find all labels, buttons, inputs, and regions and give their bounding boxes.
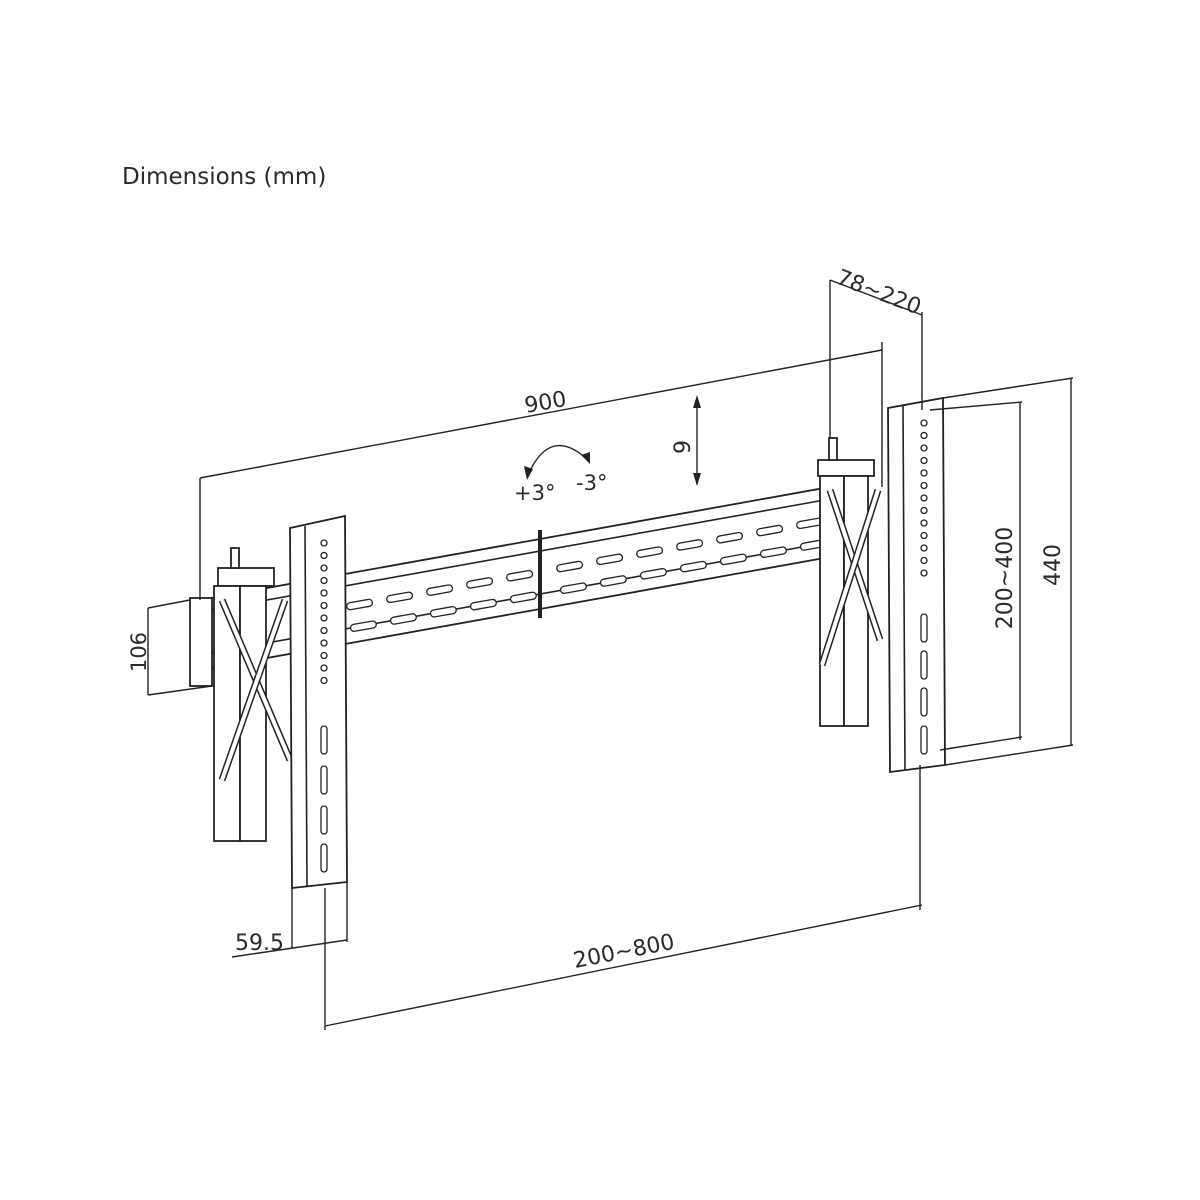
rail-slot	[636, 546, 664, 558]
rail-slot	[469, 598, 497, 611]
label-rail-width: 900	[523, 387, 569, 419]
bracket-hole	[320, 589, 328, 597]
label-tilt-up: +3°	[514, 481, 555, 505]
bracket-hole	[920, 481, 928, 490]
rail-slot	[386, 591, 414, 604]
rail-slot	[716, 531, 744, 544]
bracket-hole	[920, 444, 928, 452]
label-bracket-width: 59.5	[235, 931, 284, 956]
rail-slot	[556, 560, 584, 573]
rail-slot	[719, 553, 747, 566]
bracket-slot	[320, 725, 328, 755]
bracket-slot	[320, 765, 328, 795]
label-bracket-height: 440	[1041, 544, 1066, 586]
bracket-slot	[920, 650, 928, 680]
bracket-slot	[920, 725, 928, 755]
rail-slot	[756, 524, 784, 537]
rail-slot	[676, 539, 704, 551]
bracket-hole	[320, 676, 328, 685]
bracket-hole	[920, 519, 928, 527]
label-rail-offset: 9	[671, 440, 696, 454]
bracket-hole	[320, 551, 328, 560]
bracket-hole	[320, 576, 328, 585]
rail-slot	[506, 569, 534, 582]
bracket-hole	[920, 556, 928, 565]
rail-slot	[559, 582, 587, 594]
bracket-slot	[920, 687, 928, 717]
dimension-lines	[147, 279, 1074, 1030]
rail-slot	[599, 575, 627, 587]
bracket-hole	[320, 601, 328, 610]
bracket-hole	[320, 539, 328, 547]
bracket-hole	[920, 456, 928, 465]
bracket-hole	[920, 506, 928, 515]
bracket-hole	[320, 664, 328, 672]
rail-slot	[596, 553, 624, 566]
rail-slot	[346, 598, 374, 611]
label-arm-depth: 78~220	[833, 265, 925, 320]
bracket-slot	[320, 843, 328, 873]
bracket-hole	[920, 531, 928, 540]
rail-slot	[389, 613, 417, 625]
bracket-hole	[320, 651, 328, 660]
bracket-slot	[920, 613, 928, 643]
bracket-hole	[920, 494, 928, 502]
right-vertical-bracket	[887, 396, 946, 774]
bracket-hole	[320, 564, 328, 572]
left-vertical-bracket	[289, 514, 348, 890]
bracket-hole	[320, 626, 328, 635]
bracket-hole	[920, 419, 928, 427]
left-arm	[189, 547, 294, 842]
label-vertical-adjust: 200~400	[993, 527, 1018, 629]
rail-slot	[466, 577, 494, 589]
bracket-hole	[920, 544, 928, 552]
rail-slot	[429, 605, 457, 618]
rail-slot	[679, 560, 707, 573]
bracket-slot	[320, 805, 328, 835]
bracket-hole	[320, 639, 328, 647]
bracket-hole	[920, 569, 928, 577]
right-arm	[817, 437, 884, 727]
rail-slot	[759, 546, 787, 558]
bracket-hole	[920, 431, 928, 440]
rail-slot	[639, 567, 667, 580]
label-horizontal-adjust: 200~800	[571, 930, 676, 974]
rail-slot	[349, 620, 377, 632]
label-tilt-down: -3°	[576, 471, 607, 495]
rail-slot	[509, 591, 537, 604]
diagram-title: Dimensions (mm)	[122, 164, 327, 190]
bracket-hole	[920, 469, 928, 477]
bracket-hole	[320, 614, 328, 622]
rail-slot	[426, 584, 454, 596]
label-rail-height: 106	[127, 632, 151, 672]
